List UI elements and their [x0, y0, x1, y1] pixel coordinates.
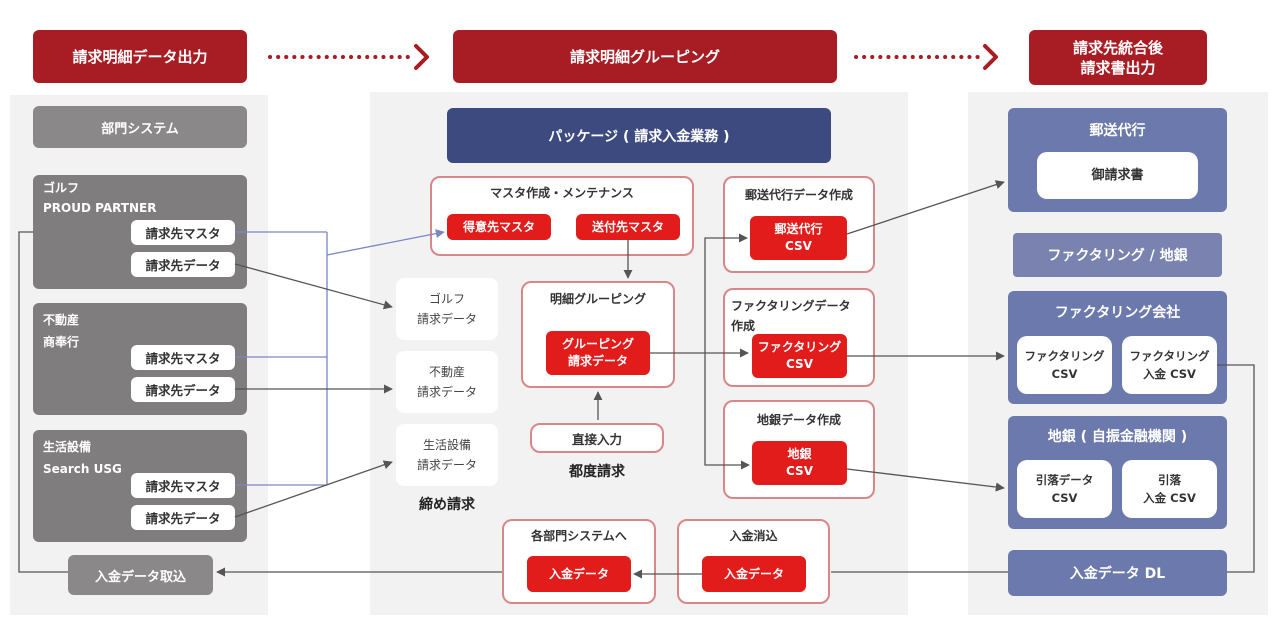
- header-flow-arrow-2: [854, 44, 998, 70]
- direct-input-button[interactable]: 直接入力: [530, 423, 664, 453]
- closing-billing-label: 締め請求: [419, 497, 475, 513]
- middle-flow-lines: [593, 233, 750, 470]
- delivery-master-button[interactable]: 送付先マスタ: [576, 214, 680, 240]
- facility-billing-master-button[interactable]: 請求先マスタ: [131, 473, 235, 498]
- customer-master-button[interactable]: 得意先マスタ: [447, 214, 551, 240]
- factoring-bank-label: ファクタリング / 地銀: [1013, 233, 1222, 277]
- facility-invoice-data-card: 生活設備 請求データ: [396, 424, 498, 486]
- bank-title: 地銀 ( 自振金融機関 ): [1047, 429, 1188, 445]
- realestate-billing-master-button[interactable]: 請求先マスタ: [131, 345, 235, 370]
- dept-realestate-title: 不動産 商奉行: [43, 313, 80, 349]
- realestate-billing-data-button[interactable]: 請求先データ: [131, 377, 235, 402]
- to-depts-payment-data-button[interactable]: 入金データ: [527, 556, 631, 592]
- to-depts-title: 各部門システムへ: [531, 529, 627, 543]
- factoring-csv-button[interactable]: ファクタリング CSV: [752, 334, 847, 378]
- payment-return-lines: [18, 231, 1008, 579]
- golf-billing-data-button[interactable]: 請求先データ: [131, 252, 235, 277]
- package-label: パッケージ ( 請求入金業務 ): [447, 108, 831, 163]
- payment-clearing-title: 入金消込: [729, 529, 778, 543]
- dept-system-label: 部門システム: [33, 106, 247, 148]
- grouping-invoice-data-button[interactable]: グルーピング 請求データ: [546, 331, 650, 375]
- debit-payment-csv-card: 引落 入金 CSV: [1122, 460, 1217, 518]
- master-merge-lines: [235, 229, 445, 486]
- payment-import-button[interactable]: 入金データ取込: [68, 555, 213, 595]
- mail-agent-title: 郵送代行: [1089, 123, 1146, 139]
- dept-golf-title: ゴルフ PROUD PARTNER: [43, 181, 157, 215]
- master-maintenance-box: マスタ作成・メンテナンス: [430, 176, 694, 256]
- factoring-data-title: ファクタリングデータ 作成: [731, 299, 851, 333]
- header-merged-invoice-output: 請求先統合後 請求書出力: [1029, 30, 1207, 85]
- master-maintenance-title: マスタ作成・メンテナンス: [490, 186, 634, 200]
- mail-data-title: 郵送代行データ作成: [744, 188, 853, 202]
- grouping-title: 明細グルーピング: [549, 292, 646, 306]
- golf-invoice-data-card: ゴルフ 請求データ: [396, 278, 498, 340]
- header-detail-output: 請求明細データ出力: [33, 30, 247, 83]
- invoice-document-card: 御請求書: [1037, 152, 1198, 199]
- header-flow-arrow-1: [268, 44, 429, 70]
- golf-billing-master-button[interactable]: 請求先マスタ: [131, 220, 235, 245]
- header-detail-grouping: 請求明細グルーピング: [453, 30, 837, 83]
- bank-csv-button[interactable]: 地銀 CSV: [752, 441, 847, 485]
- realestate-invoice-data-card: 不動産 請求データ: [396, 351, 498, 413]
- factoring-company-title: ファクタリング会社: [1054, 305, 1181, 321]
- billing-data-lines: [234, 263, 393, 518]
- dept-facility-title: 生活設備 Search USG: [43, 440, 122, 476]
- output-flow-lines: [846, 180, 1255, 573]
- debit-data-csv-card: 引落データ CSV: [1017, 460, 1112, 518]
- factoring-csv-card: ファクタリング CSV: [1017, 336, 1112, 394]
- payment-data-dl-button[interactable]: 入金データ DL: [1008, 550, 1227, 596]
- mail-agent-csv-button[interactable]: 郵送代行 CSV: [750, 216, 847, 260]
- factoring-payment-csv-card: ファクタリング 入金 CSV: [1122, 336, 1217, 394]
- per-time-billing-label: 都度請求: [569, 464, 625, 480]
- bank-data-title: 地銀データ作成: [756, 413, 841, 427]
- clearing-payment-data-button[interactable]: 入金データ: [702, 556, 806, 592]
- facility-billing-data-button[interactable]: 請求先データ: [131, 505, 235, 530]
